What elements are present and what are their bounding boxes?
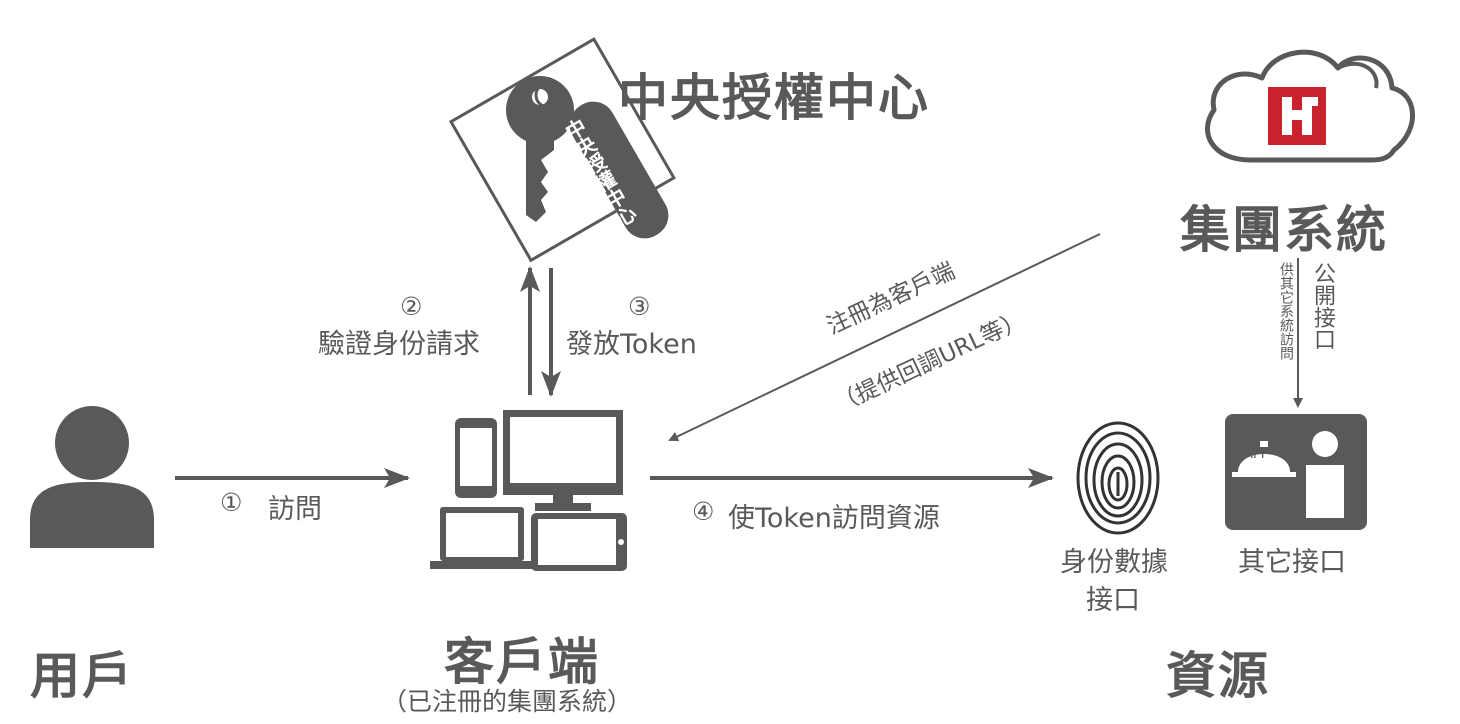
user-label: 用戶 [30, 647, 134, 705]
step1-label: 訪問 [268, 494, 322, 525]
other-api-label: 其它接口 [1238, 547, 1346, 578]
identity-api-label: 身份數據 [1060, 547, 1168, 578]
public-api-label: 公開接口 [1310, 262, 1335, 350]
step1-number: ① [220, 488, 243, 517]
arrow-group-to-client [668, 233, 1101, 442]
client-label: 客戶端 [444, 633, 600, 691]
group-logo [1268, 87, 1326, 145]
devices-icon [430, 410, 627, 571]
public-api-note: 供其它系統訪問 [1278, 262, 1294, 360]
step2-label: 驗證身份請求 [318, 329, 480, 360]
step4-label: 使Token訪問資源 [728, 503, 940, 534]
step2-number: ② [400, 292, 423, 321]
api-badge: API [1244, 447, 1265, 462]
client-note: （已注冊的集團系統） [382, 687, 633, 716]
step4-number: ④ [692, 497, 715, 526]
auth-center-title: 中央授權中心 [618, 69, 930, 127]
resources-label: 資源 [1166, 647, 1270, 705]
fingerprint-icon [1076, 421, 1160, 535]
step3-label: 發放Token [566, 329, 697, 360]
identity-api-label-2: 接口 [1086, 585, 1140, 616]
auth-center-key-icon [448, 37, 676, 263]
other-api-icon [1225, 414, 1367, 530]
step3-number: ③ [628, 292, 651, 321]
user-icon [30, 406, 154, 548]
group-system-title: 集團系統 [1180, 201, 1388, 259]
